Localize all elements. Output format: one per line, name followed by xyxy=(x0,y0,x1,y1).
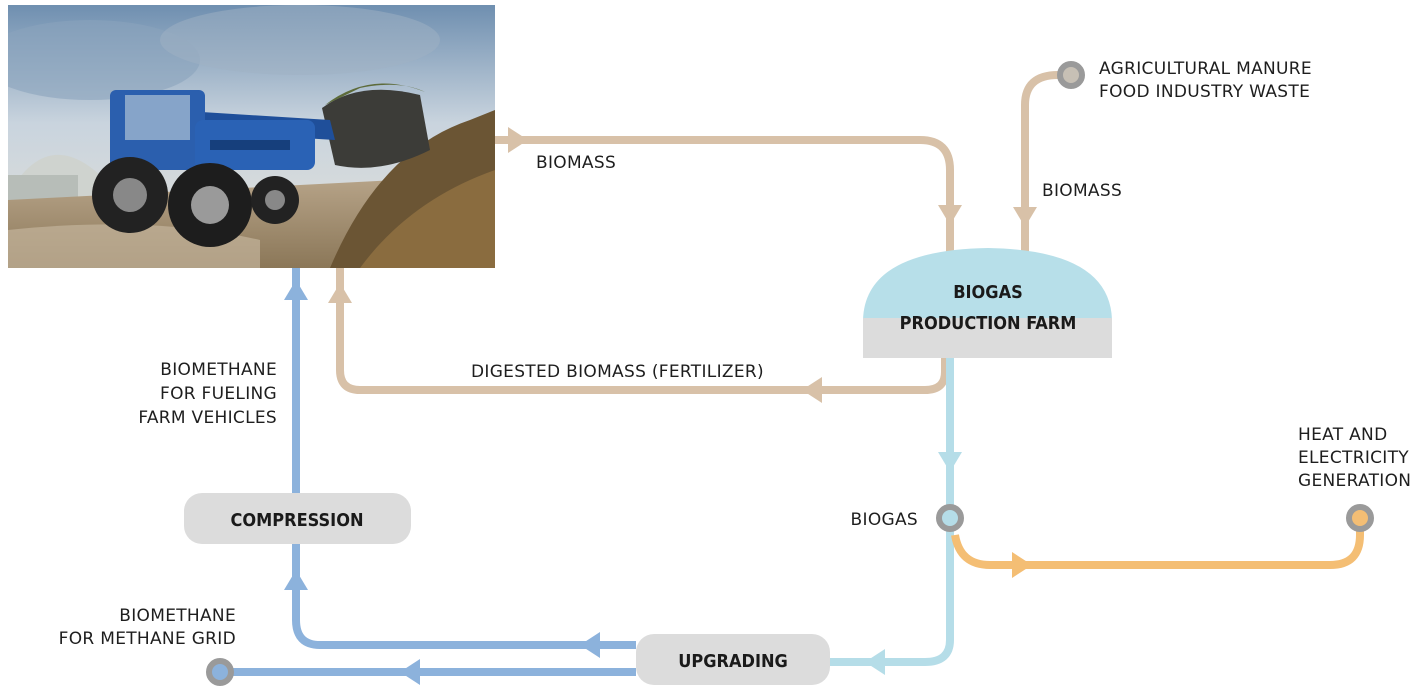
arrow-right-icon xyxy=(1012,552,1032,578)
biomethane-vehicle-line xyxy=(292,268,636,649)
biomass-right-label: BIOMASS xyxy=(1042,181,1122,201)
biomass-flow-line xyxy=(495,136,954,285)
sources-flow-line xyxy=(1021,71,1059,285)
digested-flow-line xyxy=(336,268,949,394)
biogas-label: BIOGAS xyxy=(851,510,918,530)
arrow-up-icon xyxy=(284,280,308,300)
grid-label-line2: FOR METHANE GRID xyxy=(59,629,236,649)
farm-label-line2: PRODUCTION FARM xyxy=(900,313,1077,334)
arrow-left-icon xyxy=(400,659,420,685)
fuel-label-line3: FARM VEHICLES xyxy=(138,408,277,428)
arrow-down-icon xyxy=(1013,207,1037,227)
fuel-label-line1: BIOMETHANE xyxy=(160,360,277,380)
heat-label-line2: ELECTRICITY xyxy=(1298,448,1409,468)
energy-flow-line xyxy=(951,528,1364,569)
arrow-left-icon xyxy=(865,649,885,675)
arrow-right-icon xyxy=(508,127,528,153)
upgrading-box: UPGRADING xyxy=(636,634,830,685)
arrow-up-icon xyxy=(284,570,308,590)
heat-label-line3: GENERATION xyxy=(1298,471,1411,491)
arrow-up-icon xyxy=(328,283,352,303)
arrow-left-icon xyxy=(802,377,822,403)
upgrading-label: UPGRADING xyxy=(678,651,788,672)
grid-node-icon xyxy=(206,658,234,686)
grid-label-line1: BIOMETHANE xyxy=(119,606,236,626)
biogas-flow-line xyxy=(830,358,954,666)
sources-label-line1: AGRICULTURAL MANURE xyxy=(1099,59,1312,79)
arrow-down-icon xyxy=(938,452,962,472)
fuel-label-line2: FOR FUELING xyxy=(160,384,277,404)
compression-box: COMPRESSION xyxy=(184,493,411,544)
biogas-node-icon xyxy=(936,504,964,532)
digested-label: DIGESTED BIOMASS (FERTILIZER) xyxy=(471,362,764,382)
biomass-top-label: BIOMASS xyxy=(536,153,616,173)
source-node-icon xyxy=(1057,61,1085,89)
arrow-down-icon xyxy=(938,205,962,225)
arrow-left-icon xyxy=(580,632,600,658)
biogas-production-farm: BIOGAS PRODUCTION FARM xyxy=(863,248,1112,358)
farm-label-line1: BIOGAS xyxy=(953,282,1023,303)
compression-label: COMPRESSION xyxy=(230,510,363,531)
tractor-photo xyxy=(8,5,495,268)
heat-node-icon xyxy=(1346,504,1374,532)
heat-label-line1: HEAT AND xyxy=(1298,425,1387,445)
sources-label-line2: FOOD INDUSTRY WASTE xyxy=(1099,82,1310,102)
